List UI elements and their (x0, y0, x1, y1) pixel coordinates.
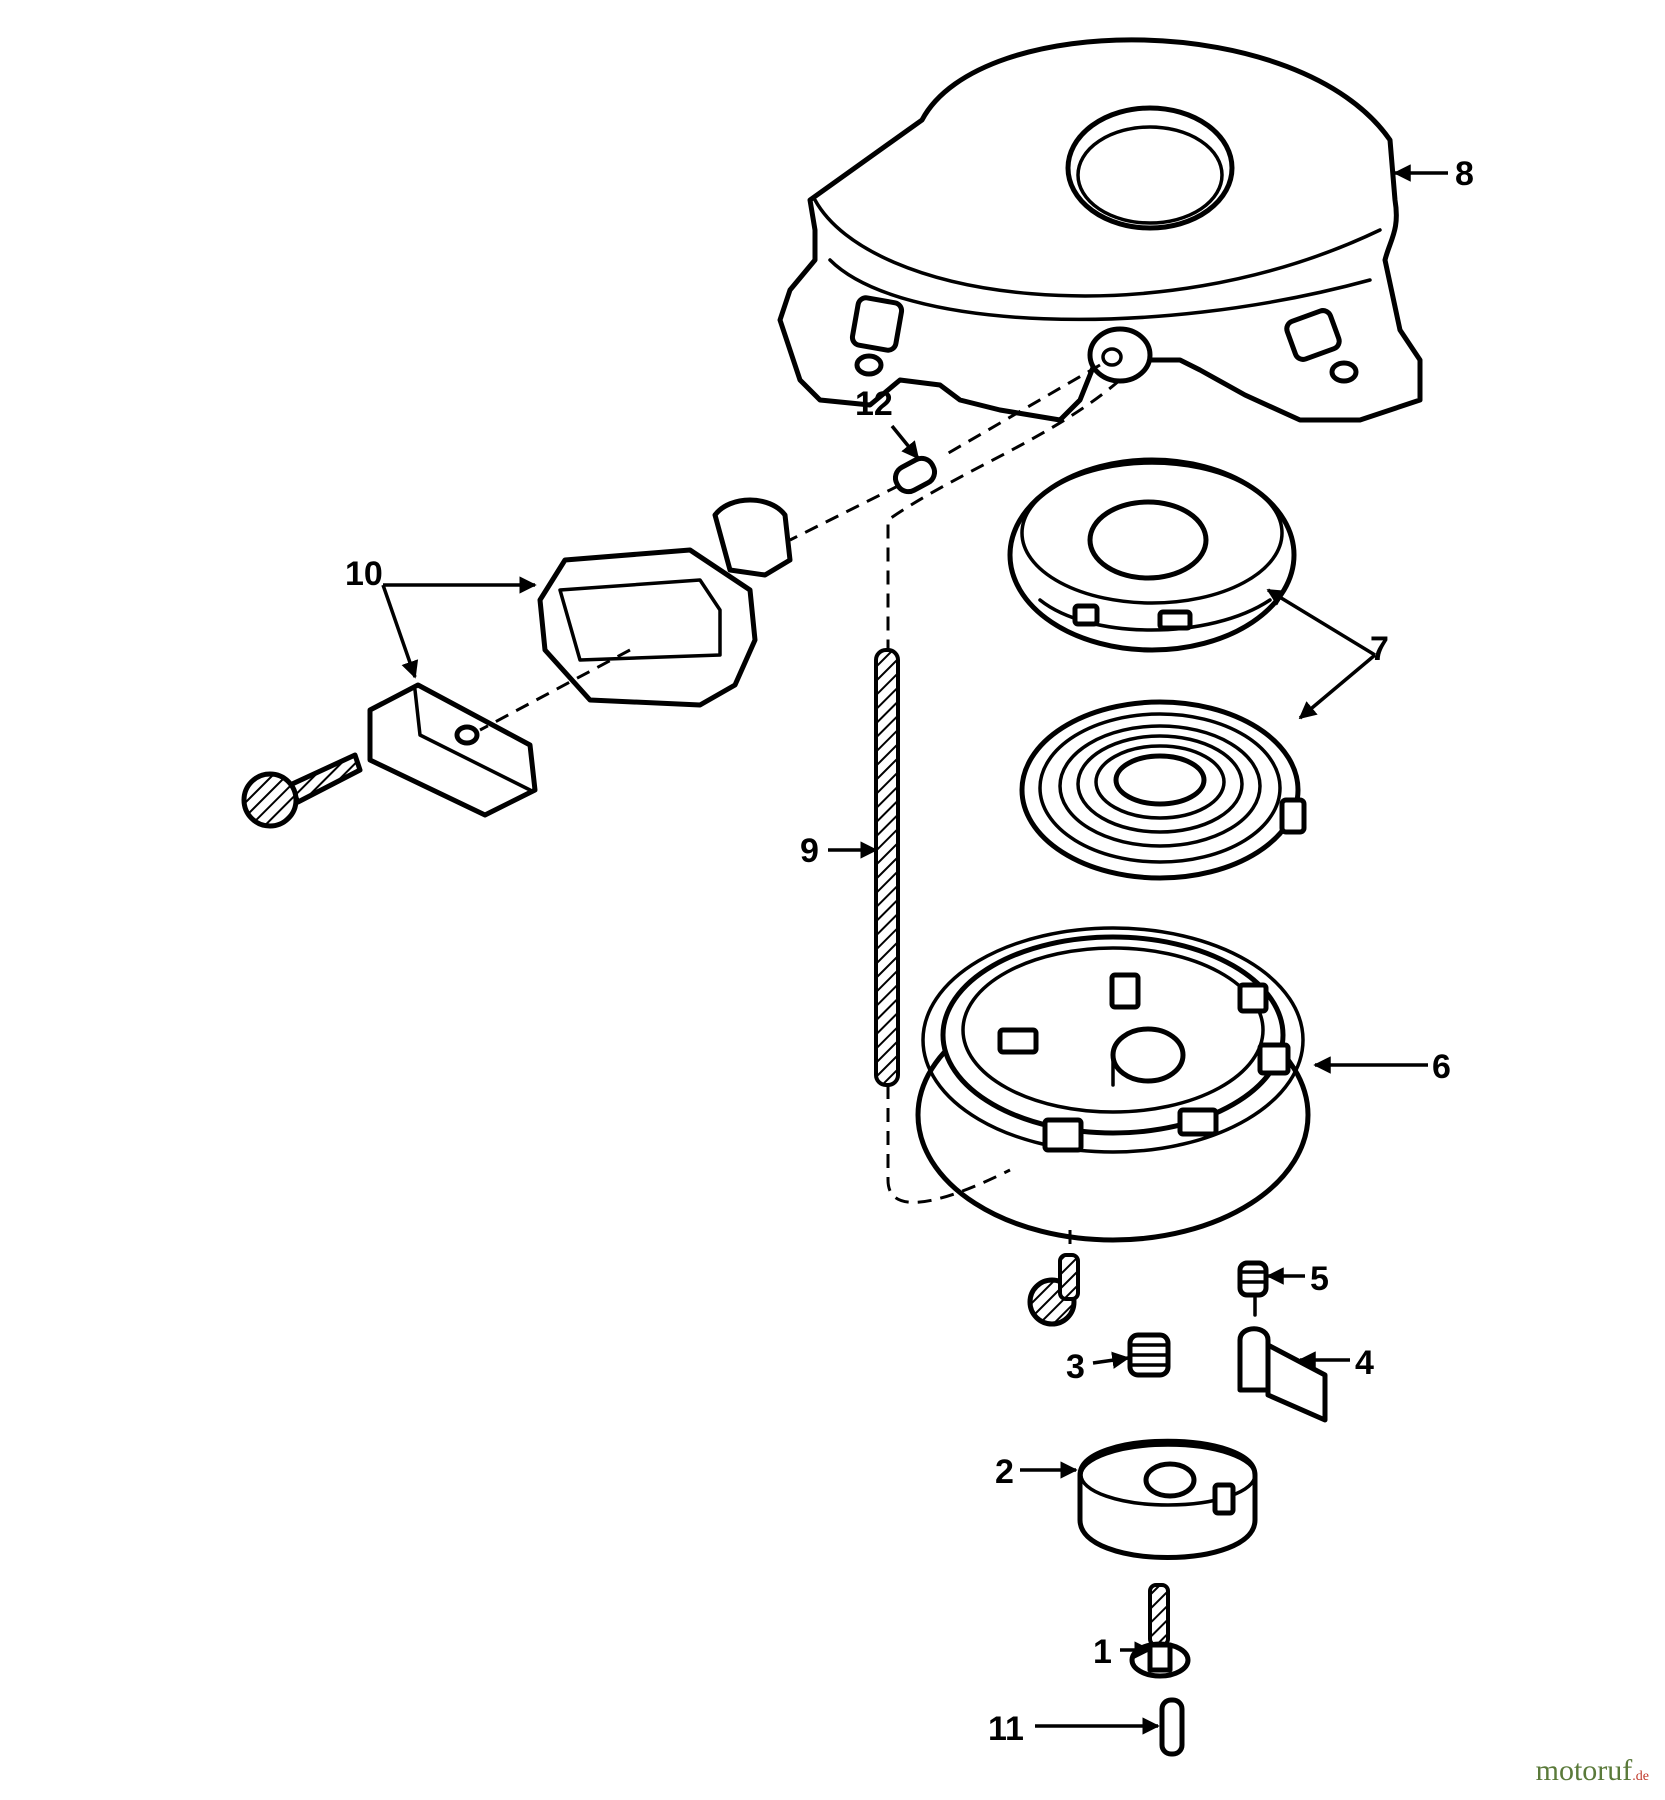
rewind-spring (1019, 699, 1307, 881)
watermark-tld: .de (1632, 1769, 1649, 1784)
callout-12: 12 (855, 385, 893, 423)
center-screw (1129, 1583, 1191, 1679)
callout-1: 1 (1093, 1633, 1112, 1671)
callout-6: 6 (1432, 1048, 1451, 1086)
callout-8: 8 (1455, 155, 1474, 193)
callout-leaders (381, 164, 1448, 1735)
retainer-spring (1127, 1332, 1171, 1378)
callout-9: 9 (800, 832, 819, 870)
callout-11: 11 (988, 1710, 1024, 1748)
callout-7: 7 (1370, 630, 1389, 668)
pin-part (1159, 1697, 1185, 1757)
callout-3: 3 (1066, 1348, 1085, 1386)
pawl (1237, 1326, 1328, 1423)
starter-handle (537, 497, 793, 708)
bushing-part (892, 455, 938, 495)
starter-rope (874, 648, 900, 1087)
assembly-lines (479, 363, 1121, 1255)
handle-insert (367, 682, 538, 818)
pulley-screw (1027, 1253, 1080, 1327)
handle-screw (241, 752, 363, 829)
callout-2: 2 (995, 1453, 1014, 1491)
callout-10: 10 (345, 555, 383, 593)
callout-5: 5 (1310, 1260, 1329, 1298)
callout-labels: 8 12 10 7 9 6 5 4 3 2 1 11 (345, 155, 1474, 1748)
callout-4: 4 (1355, 1344, 1374, 1382)
watermark-main: motoruf (1535, 1754, 1633, 1787)
pulley-cover (1007, 457, 1297, 653)
starter-housing (777, 37, 1423, 423)
watermark-logo: motoruf.de (1536, 1754, 1649, 1788)
rope-pulley (915, 926, 1311, 1243)
retainer-cup (1077, 1438, 1258, 1560)
pawl-spring (1237, 1260, 1269, 1317)
